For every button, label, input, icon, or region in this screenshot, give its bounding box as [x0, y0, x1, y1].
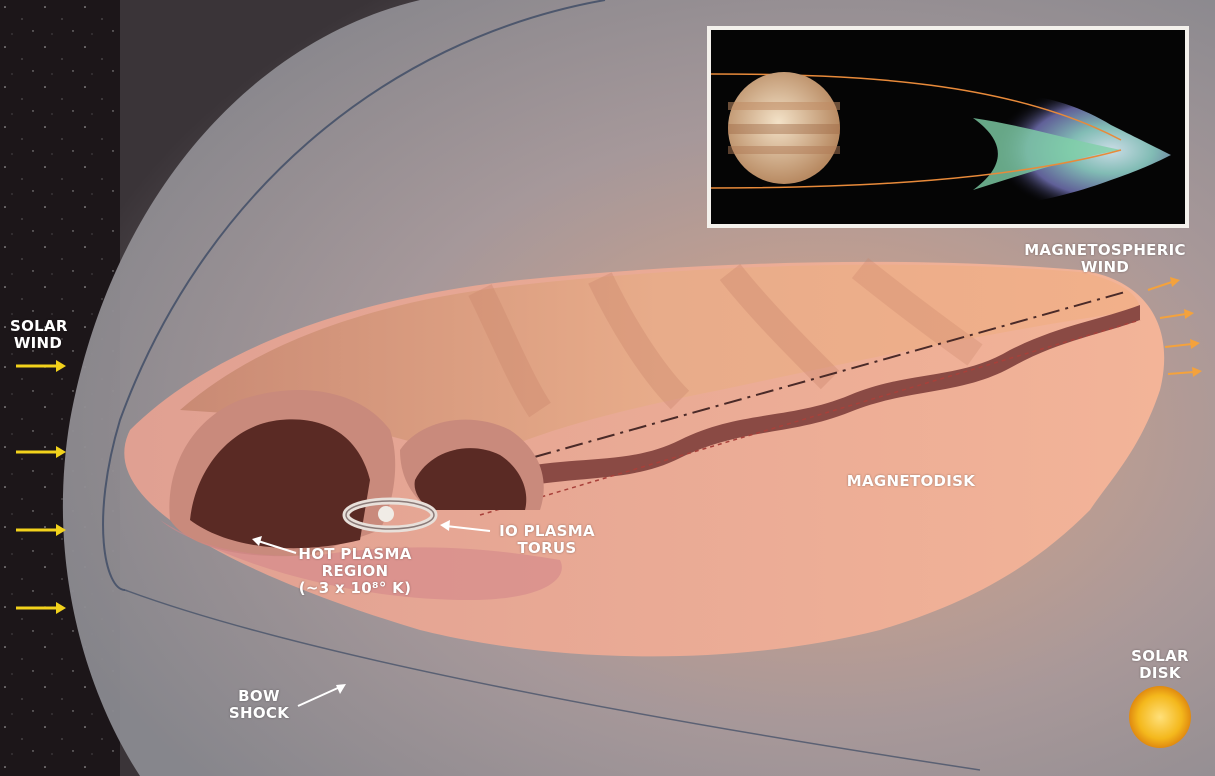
- jupiter-icon: [378, 506, 394, 522]
- solar-disk-label: SOLAR DISK: [1118, 648, 1202, 682]
- magnetospheric-wind-label-line-2: WIND: [1000, 259, 1210, 276]
- hot-plasma-region-label-line-2: REGION: [290, 563, 420, 580]
- magnetospheric-wind-label: MAGNETOSPHERIC WIND: [1000, 242, 1210, 276]
- bow-shock-label-line-1: BOW: [224, 688, 294, 705]
- solar-wind-label-line-2: WIND: [10, 335, 66, 352]
- jupiter-band-2: [728, 124, 840, 134]
- magnetodisk-label: MAGNETODISK: [836, 473, 986, 490]
- io-plasma-torus-label-line-1: IO PLASMA: [486, 523, 608, 540]
- inset-canvas: [711, 30, 1185, 224]
- jupiter-band-1: [728, 102, 840, 110]
- solar-wind-label: SOLAR WIND: [10, 318, 66, 352]
- bow-shock-label-line-2: SHOCK: [224, 705, 294, 722]
- solar-disk-label-line-1: SOLAR: [1118, 648, 1202, 665]
- sun-icon: [1129, 686, 1191, 748]
- bow-shock-label: BOW SHOCK: [224, 688, 294, 722]
- inset-image: [707, 26, 1189, 228]
- io-plasma-torus-label: IO PLASMA TORUS: [486, 523, 608, 557]
- jupiter-band-3: [728, 146, 840, 154]
- hot-plasma-region-label-line-1: HOT PLASMA: [290, 546, 420, 563]
- hot-plasma-region-label: HOT PLASMA REGION (~3 x 10⁸° K): [290, 546, 420, 597]
- solar-disk-label-line-2: DISK: [1118, 665, 1202, 682]
- solar-wind-label-line-1: SOLAR: [10, 318, 66, 335]
- magnetospheric-wind-label-line-1: MAGNETOSPHERIC: [1000, 242, 1210, 259]
- io-plasma-torus-label-line-2: TORUS: [486, 540, 608, 557]
- hot-plasma-region-label-line-3: (~3 x 10⁸° K): [290, 580, 420, 597]
